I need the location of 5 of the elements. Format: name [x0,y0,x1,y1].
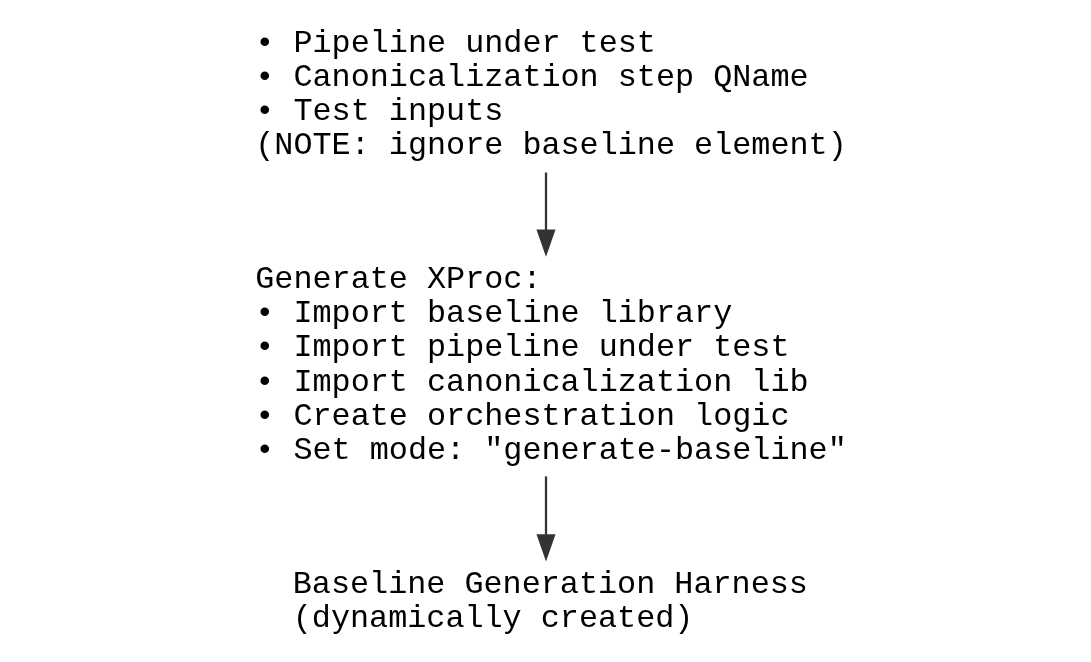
arrow [535,476,556,562]
node-text: • Pipeline under test • Canonicalization step QName • Test inputs (NOTE: ignore baseline element) [254,26,847,165]
node-text: Baseline Generation Harness (dynamically created) [292,566,808,637]
node-text: Generate XProc: • Import baseline library • Import pipeline under test • Import canonicalization lib • Create orchestration logic • Set mode: "generate-baseline" [254,262,847,469]
arrow [535,172,556,257]
